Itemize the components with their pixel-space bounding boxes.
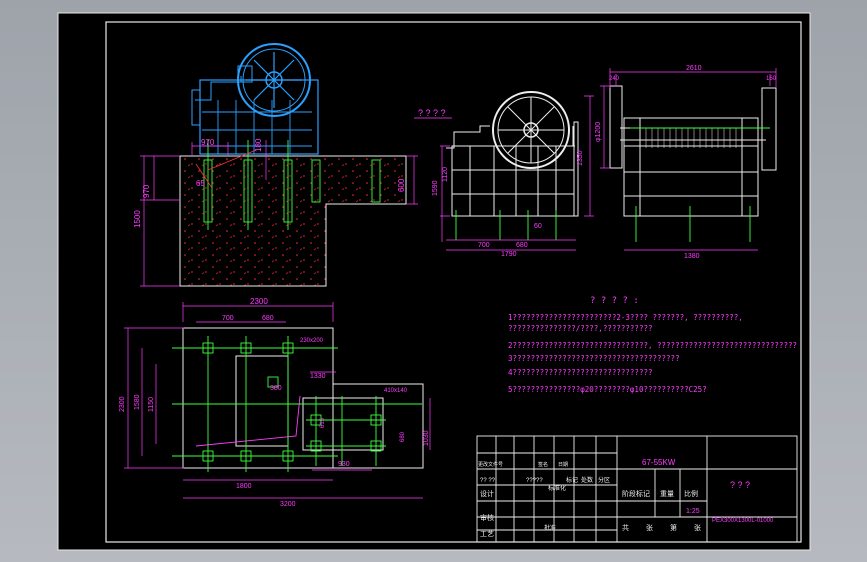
tb-row-label-2: ????? [526, 478, 543, 484]
end-elevation-view: 2610 240 160 φ1200 1380 [595, 65, 777, 260]
tb-row-label-1: ?? ?? [480, 478, 496, 484]
plan-dim-11: 615 [320, 417, 326, 428]
plan-dim-12: 930 [338, 461, 350, 468]
plan-dim-8: 2300 [119, 396, 126, 412]
note-line-5: 4??????????????????????????????? [508, 368, 653, 377]
foundation-section-view: 970 180 65 970 1500 600 [133, 43, 418, 287]
tb-row-label-4: 标准化 [548, 484, 566, 492]
tb-header-3: 分区 [598, 476, 610, 484]
tb-row-label-5: 审核 [480, 513, 494, 522]
front-view-label: ? ? ? ? [418, 108, 446, 118]
tb-sheet-no-label: 第 [670, 523, 677, 532]
flywheel-side-icon [492, 91, 570, 169]
tb-stage-mark: 阶段标记 [622, 489, 650, 498]
note-line-6: 5???????????????φ20????????φ10??????????… [508, 385, 707, 394]
plan-dim-14: 1030 [423, 430, 430, 446]
tb-header-2: 处数 [581, 476, 593, 484]
side-dim-6: 60 [534, 223, 542, 230]
plan-dim-6: 1330 [310, 373, 326, 380]
side-dim-1: 1590 [432, 180, 439, 196]
foundation-plan-view: 2300 700 680 230x200 380 1330 410x140 23… [119, 297, 431, 508]
side-bottom-total: 1790 [501, 251, 517, 258]
tb-header-5: 签名 [538, 461, 548, 468]
technical-notes: ? ? ? ? : 1???????????????????????2-3???… [508, 296, 797, 394]
side-dim-5: 680 [516, 242, 528, 249]
plan-dim-3: 680 [262, 315, 274, 322]
tb-sheet-total-unit: 张 [646, 523, 653, 532]
title-block-right-title: ? ? ? [730, 480, 750, 490]
plan-dim-15: 1800 [236, 483, 252, 490]
note-line-3: 2??????????????????????????????, ???????… [508, 341, 797, 350]
tb-row-label-3: 设计 [480, 489, 494, 498]
plan-dim-4: 230x200 [300, 338, 324, 344]
plan-dim-16: 3200 [280, 501, 296, 508]
tb-scale-label: 比例 [684, 489, 698, 498]
tb-header-6: 日期 [558, 462, 568, 468]
foundation-dim-4: 970 [142, 184, 151, 198]
model-note: 67-55KW [642, 458, 676, 467]
note-line-1: 1???????????????????????2-3???? ???????,… [508, 313, 743, 322]
tb-scale-value: 1:25 [686, 508, 700, 515]
end-dim-1: 2610 [686, 65, 702, 72]
side-elevation-view: ? ? ? ? 1590 1120 1350 700 680 60 1790 [414, 91, 594, 258]
plan-dim-13: 680 [400, 431, 406, 442]
tb-sheet-no-unit: 张 [694, 523, 701, 532]
end-dim-4: φ1200 [595, 122, 602, 142]
note-line-4: 3????????????????????????????????????? [508, 354, 680, 363]
foundation-dim-6: 600 [397, 178, 406, 192]
foundation-dim-1: 970 [201, 138, 215, 147]
foundation-dim-2: 180 [254, 138, 263, 152]
tb-header-1: 标记 [566, 476, 578, 484]
end-dim-5: 1380 [684, 253, 700, 260]
plan-dim-7: 410x140 [384, 388, 408, 394]
drawing-frame [105, 21, 802, 543]
plan-dim-10: 1150 [148, 397, 155, 412]
tb-weight: 重量 [660, 490, 674, 498]
foundation-dim-3: 65 [196, 179, 205, 188]
side-dim-3: 1350 [577, 150, 584, 166]
end-dim-3: 160 [766, 76, 777, 82]
note-line-2: ???????????????/????,??????????? [508, 324, 653, 333]
plan-dim-1: 2300 [250, 297, 268, 306]
plan-dim-2: 700 [222, 315, 234, 322]
foundation-dim-5: 1500 [133, 210, 142, 228]
plan-dim-9: 1580 [134, 394, 141, 410]
title-block: 67-55KW ? ? ? ?? ?? ????? 设计 标准化 审核 工艺 批… [476, 435, 798, 543]
plan-dim-5: 380 [270, 385, 282, 392]
tb-row-label-7: 批准 [544, 524, 556, 532]
end-dim-2: 240 [609, 76, 620, 82]
notes-title: ? ? ? ? : [590, 296, 639, 306]
side-dim-2: 1120 [442, 167, 449, 182]
tb-drawing-number: PEX300X1300L-01000 [712, 518, 774, 524]
tb-row-label-6: 工艺 [480, 530, 494, 538]
flywheel-icon [237, 43, 311, 117]
side-dim-4: 700 [478, 242, 490, 249]
tb-sheet-total-label: 共 [622, 523, 629, 532]
tb-header-4: 更改文件号 [478, 461, 503, 468]
